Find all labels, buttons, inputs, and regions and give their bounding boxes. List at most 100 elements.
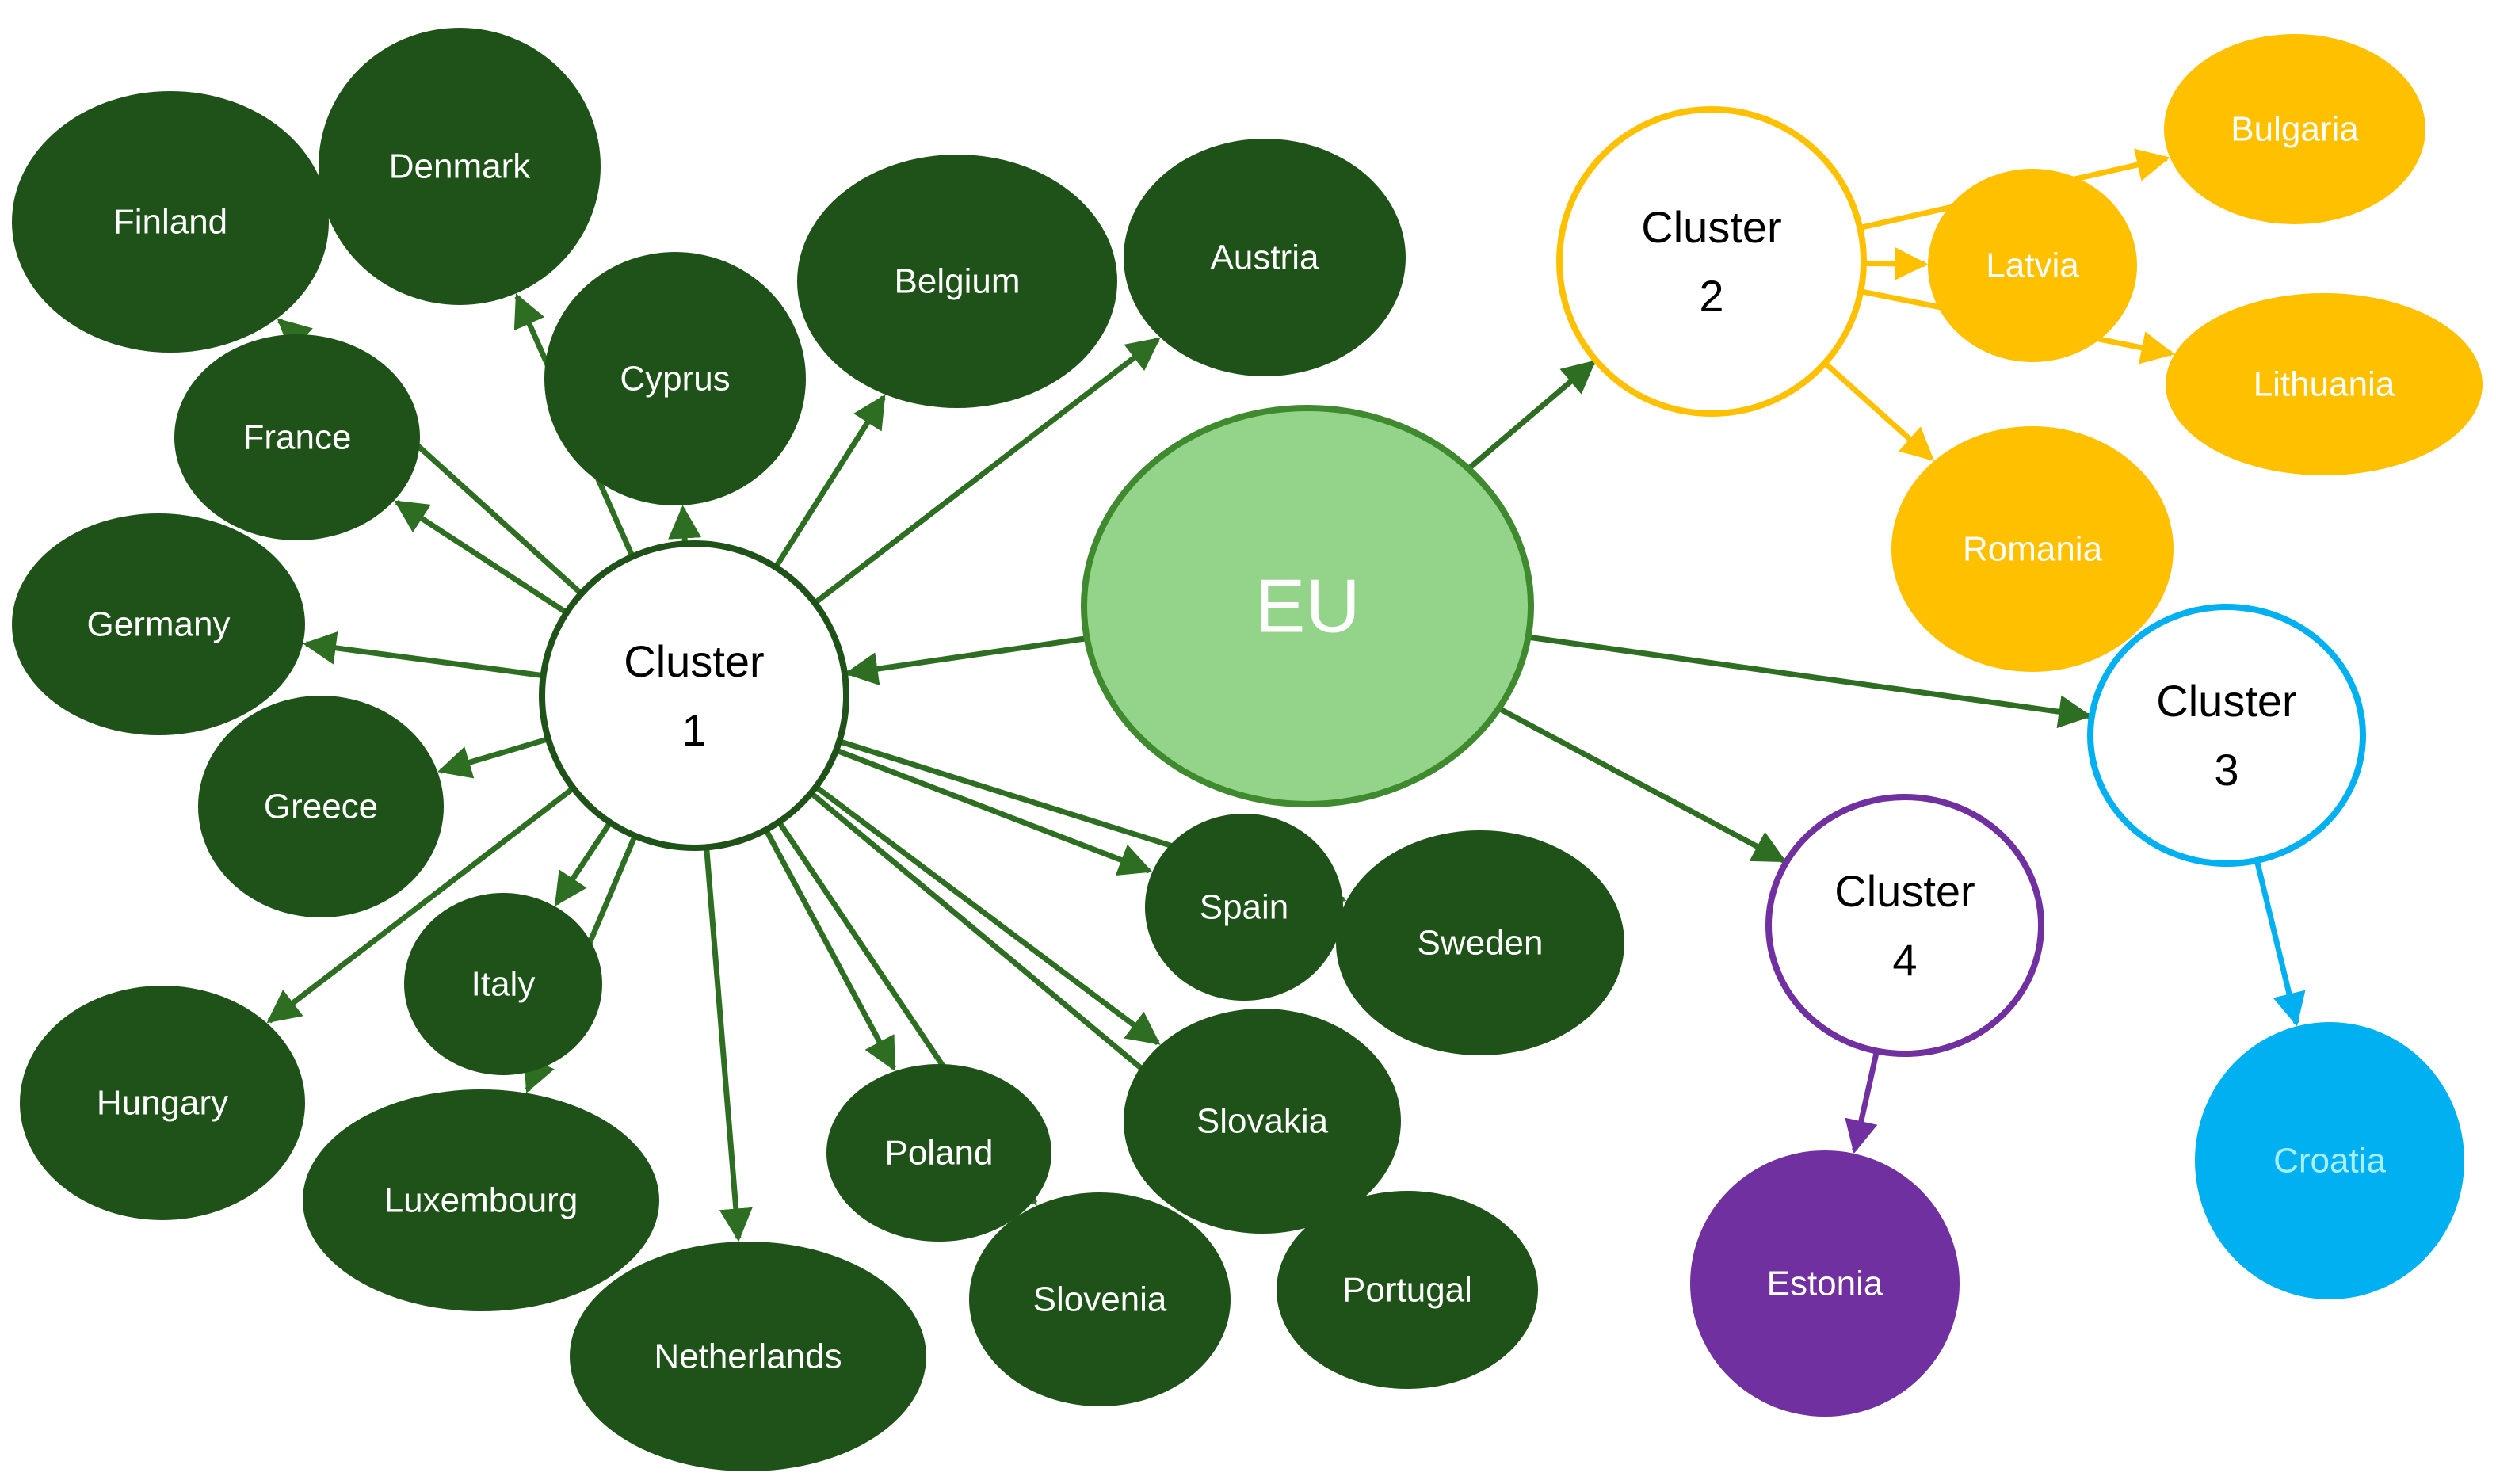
country-node-greece-label: Greece [264,788,378,826]
country-node-slovenia-label: Slovenia [1033,1280,1167,1319]
arrow-cluster-1-to-cyprus [668,505,702,544]
country-node-portugal: Portugal [1277,1191,1538,1389]
country-node-romania-shape [1891,426,2174,672]
country-node-poland-shape [826,1064,1051,1242]
cluster-3-node-label-1: Cluster [2156,676,2296,726]
country-node-finland-label: Finland [113,203,227,242]
country-node-sweden: Sweden [1336,830,1624,1055]
country-node-croatia: Croatia [2195,1022,2464,1299]
country-node-greece-shape [198,696,444,917]
cluster-1-node-label-2: 1 [681,705,706,755]
country-node-latvia-shape [1928,169,2137,362]
cluster-2-node-label-2: 2 [1699,271,1723,321]
country-node-greece: Greece [198,696,444,917]
country-node-denmark-shape [319,28,601,305]
country-node-hungary: Hungary [20,986,305,1220]
arrow-cluster-1-to-spain [834,747,1153,876]
arrow-cluster-1-to-slovakia [814,784,1161,1046]
country-node-spain: Spain [1145,814,1343,1001]
country-node-slovakia-label: Slovakia [1196,1102,1329,1141]
country-node-croatia-shape [2195,1022,2464,1299]
country-node-austria-shape [1124,139,1406,376]
country-node-belgium-label: Belgium [895,262,1021,301]
country-node-luxembourg: Luxembourg [303,1089,659,1311]
country-node-belgium: Belgium [797,155,1117,408]
eu-hub-node: EU [1081,405,1534,807]
arrow-cluster-4-to-estonia [1845,1050,1880,1154]
country-node-netherlands-label: Netherlands [654,1337,842,1376]
arrow-cluster-2-to-romania [1822,361,1935,461]
country-node-denmark: Denmark [319,28,601,305]
arrow-cluster-1-to-poland [763,828,896,1072]
cluster-4-node-shape [1765,794,2044,1057]
arrow-cluster-1-to-austria [813,337,1161,605]
cluster-2-node-shape [1556,106,1867,417]
country-node-france: France [174,334,420,540]
country-node-sweden-shape [1336,830,1624,1055]
arrow-cluster-1-to-hungary [266,785,575,1024]
country-node-hungary-shape [20,986,305,1220]
country-node-austria-label: Austria [1211,238,1319,277]
country-node-lithuania: Lithuania [2166,293,2483,475]
arrow-eu-to-cluster-2 [1466,360,1597,471]
country-node-spain-shape [1145,814,1343,1001]
country-node-spain-label: Spain [1200,888,1289,927]
cluster-2-node-label-1: Cluster [1641,202,1781,252]
arrow-eu-to-cluster-1 [844,635,1088,686]
eu-hub-node-label: EU [1254,564,1360,649]
country-node-romania-label: Romania [1963,530,2103,569]
country-node-slovenia-shape [969,1192,1231,1406]
arrow-cluster-1-to-italy [554,821,613,906]
country-node-finland: Finland [12,91,329,353]
cluster-1-node-label-1: Cluster [624,636,764,686]
country-node-cyprus: Cyprus [544,252,806,505]
arrow-eu-to-cluster-4 [1497,705,1787,864]
country-node-austria: Austria [1124,139,1406,376]
arrow-cluster-1-to-greece [437,736,549,779]
country-node-latvia-label: Latvia [1986,246,2079,285]
arrow-cluster-1-to-netherlands [704,847,753,1242]
arrow-cluster-2-to-latvia [1863,246,1929,280]
cluster-1-node-shape [539,540,849,851]
country-node-italy-shape [404,893,602,1075]
country-node-germany: Germany [12,513,305,735]
country-node-france-label: France [243,418,352,457]
country-node-estonia-shape [1690,1150,1960,1417]
country-node-lithuania-shape [2166,293,2483,475]
arrow-cluster-1-to-belgium [773,394,887,569]
country-node-poland: Poland [826,1064,1051,1242]
country-node-italy-label: Italy [471,965,536,1004]
country-node-germany-shape [12,513,305,735]
arrow-cluster-1-to-germany [303,631,544,679]
country-node-bulgaria: Bulgaria [2164,34,2425,224]
arrow-eu-to-cluster-3 [1528,634,2093,729]
country-node-cyprus-label: Cyprus [620,360,730,399]
country-node-belgium-shape [797,155,1117,408]
country-node-italy: Italy [404,893,602,1075]
country-node-france-shape [174,334,420,540]
cluster-2-node: Cluster 2 [1556,106,1867,417]
country-node-slovakia: Slovakia [1124,1009,1401,1234]
eu-hub-node-shape [1081,405,1534,807]
country-node-lithuania-label: Lithuania [2254,365,2395,404]
cluster-1-node: Cluster 1 [539,540,849,851]
country-node-estonia-label: Estonia [1767,1265,1883,1303]
cluster-4-node-label-1: Cluster [1834,866,1975,916]
arrow-cluster-1-to-france [394,499,568,616]
country-node-bulgaria-shape [2164,34,2425,224]
country-node-romania: Romania [1891,426,2174,672]
arrow-cluster-3-to-croatia [2254,860,2306,1027]
country-node-sweden-label: Sweden [1417,924,1543,963]
country-node-bulgaria-label: Bulgaria [2231,110,2359,149]
country-node-slovenia: Slovenia [969,1192,1231,1406]
country-node-hungary-label: Hungary [97,1084,228,1123]
country-node-latvia: Latvia [1928,169,2137,362]
country-node-croatia-label: Croatia [2273,1142,2386,1181]
country-node-luxembourg-shape [303,1089,659,1311]
country-node-germany-label: Germany [87,605,231,644]
country-node-luxembourg-label: Luxembourg [384,1181,578,1220]
